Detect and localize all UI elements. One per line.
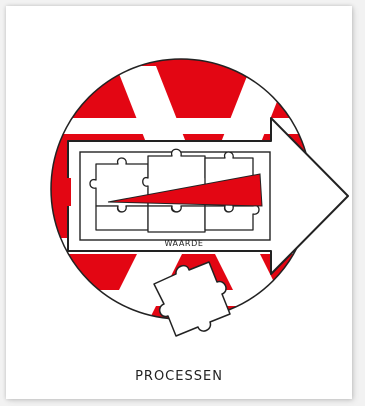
processen-card: WAARDE PROCESSEN <box>6 6 352 399</box>
processen-illustration: WAARDE <box>6 6 352 346</box>
caption: PROCESSEN <box>6 369 352 384</box>
arrow-tail-accent <box>61 178 71 206</box>
arrow-label: WAARDE <box>164 239 203 248</box>
